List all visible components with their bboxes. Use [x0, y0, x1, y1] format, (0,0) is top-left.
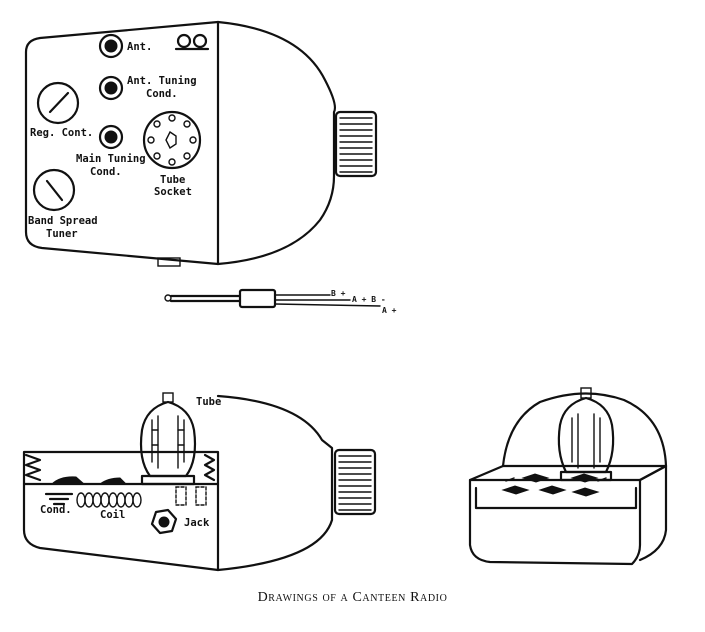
antenna-post-icon	[98, 33, 124, 59]
ant-tuning-knob-icon	[98, 75, 124, 101]
label-ant: Ant.	[127, 41, 152, 53]
label-wire-a-plus: A +	[382, 306, 397, 315]
label-tube: Tube	[196, 396, 221, 408]
label-ant-tuning-1: Ant. Tuning	[127, 75, 197, 87]
label-wire-b-plus: B +	[331, 289, 346, 298]
left-spring	[24, 453, 42, 482]
right-spring	[203, 453, 216, 482]
front-view-drawing: Ant. Ant. Tuning Cond. Reg. Cont. Main T…	[24, 20, 378, 267]
label-jack: Jack	[184, 517, 210, 529]
label-main-tuning-2: Cond.	[90, 166, 122, 178]
label-ant-tuning-2: Cond.	[146, 88, 178, 100]
canteen-dome	[216, 20, 337, 266]
label-tube-socket-1: Tube	[160, 174, 185, 186]
phone-terminals-icon	[174, 33, 210, 51]
coil-icon	[76, 492, 142, 508]
knurled-cap	[334, 110, 378, 178]
label-cond: Cond.	[40, 504, 72, 516]
battery-cable-drawing: B + A + B - A +	[164, 288, 397, 315]
bottom-stub	[157, 257, 181, 267]
label-main-tuning-1: Main Tuning	[76, 153, 146, 165]
perspective-view-drawing	[468, 387, 668, 566]
label-coil: Coil	[100, 509, 125, 521]
main-tuning-knob-icon	[98, 124, 124, 150]
label-band-spread-1: Band Spread	[28, 215, 98, 227]
perspective-tube-icon	[557, 387, 615, 482]
label-tube-socket-2: Socket	[154, 186, 192, 198]
label-wire-a-plus-b-minus: A + B -	[352, 295, 386, 304]
label-band-spread-2: Tuner	[46, 228, 78, 240]
band-spread-dial-icon	[32, 168, 76, 212]
side-cutaway-drawing: Tube Cond. Coil Jack	[22, 392, 377, 572]
front-panel	[24, 20, 220, 266]
regeneration-control-dial-icon	[36, 81, 80, 125]
figure-caption: Drawings of a Canteen Radio	[257, 590, 448, 605]
label-reg-cont: Reg. Cont.	[30, 127, 93, 139]
jack-icon	[150, 508, 178, 535]
side-knurled-cap	[333, 448, 377, 516]
tube-socket-icon	[142, 110, 202, 170]
vacuum-tube-icon	[139, 392, 197, 486]
condenser-icon	[44, 492, 74, 506]
